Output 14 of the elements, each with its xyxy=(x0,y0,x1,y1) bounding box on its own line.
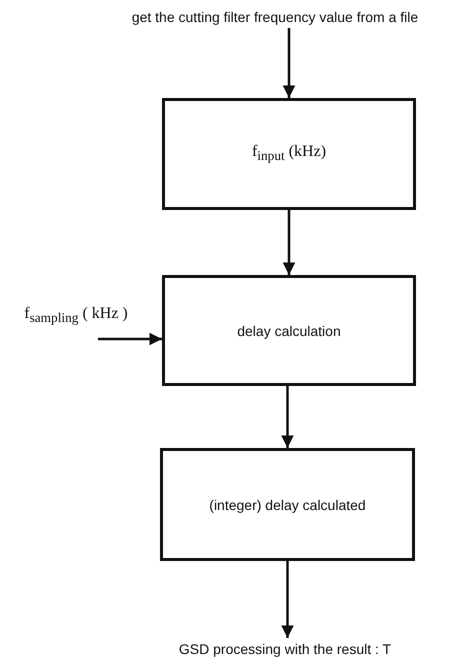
arrow xyxy=(98,332,162,346)
process-box xyxy=(160,448,415,561)
arrow xyxy=(282,28,296,98)
process-box xyxy=(162,98,416,210)
box-label: f$_{input}$ (kHz) xyxy=(252,143,326,165)
arrow xyxy=(281,561,294,638)
box-label: (integer) delay calculated xyxy=(209,496,366,512)
box-label: delay calculation xyxy=(237,322,341,338)
input-label: get the cutting filter frequency value from a file xyxy=(132,9,418,25)
arrow xyxy=(282,210,296,275)
process-box xyxy=(162,275,416,386)
output-label: GSD processing with the result : T xyxy=(178,641,392,657)
input-label: f$_{sampling}$ ( kHz ) xyxy=(24,305,128,326)
arrow xyxy=(281,386,294,448)
